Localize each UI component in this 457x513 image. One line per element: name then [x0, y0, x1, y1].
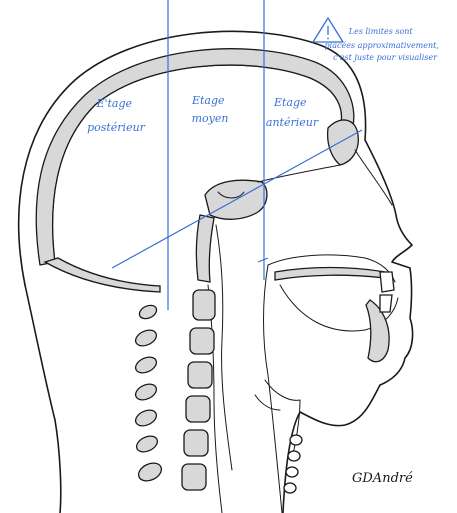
middle-region-label: Etage moyen — [191, 94, 228, 125]
vertebra-c7 — [182, 464, 206, 490]
spinous-process — [137, 303, 158, 321]
brainstem — [216, 225, 232, 470]
warning-note-line3: c'est juste pour visualiser — [333, 53, 438, 62]
spinous-process — [133, 407, 159, 429]
middle-label-line2: moyen — [192, 112, 229, 125]
cribriform-line — [258, 165, 340, 182]
vertebra-c6 — [184, 430, 208, 456]
floor-tick — [258, 258, 268, 262]
artist-signature: GDAndré — [352, 471, 413, 486]
spinous-processes — [133, 303, 164, 485]
occipital-bone — [45, 258, 160, 292]
middle-label-line1: Etage — [191, 94, 225, 107]
skull-outer-table — [36, 49, 354, 265]
spinous-process — [134, 433, 160, 455]
spinous-process — [136, 460, 165, 485]
neck-back-outline — [25, 285, 61, 513]
posterior-region-label: E'tage postérieur — [87, 97, 146, 134]
anterior-region-label: Etage antérieur — [266, 96, 319, 129]
vertebra-c5 — [186, 396, 210, 422]
tracheal-ring — [288, 451, 300, 461]
spinous-process — [133, 327, 159, 349]
posterior-label-line1: E'tage — [95, 97, 132, 110]
warning-note-text: Les limites sont placées approximativeme… — [325, 27, 442, 62]
epiglottis — [255, 395, 280, 410]
tracheal-ring — [290, 435, 302, 445]
tracheal-ring — [284, 483, 296, 493]
tracheal-ring — [286, 467, 298, 477]
anterior-label-line2: antérieur — [266, 116, 319, 129]
hard-palate — [275, 268, 385, 281]
warning-note-line2: placées approximativement, — [325, 41, 439, 50]
spinous-process — [133, 354, 159, 376]
posterior-label-line2: postérieur — [87, 121, 146, 134]
warning-note: Les limites sont placées approximativeme… — [313, 18, 441, 62]
frontal-sinus — [328, 120, 359, 165]
vertebra-c4 — [188, 362, 212, 388]
spinous-process — [133, 381, 159, 403]
warning-triangle-icon — [313, 18, 343, 42]
lower-teeth — [380, 295, 392, 312]
vertebra-c2 — [193, 290, 215, 320]
anterior-label-line1: Etage — [273, 96, 307, 109]
clivus — [196, 215, 214, 282]
skull-base-axis-line — [112, 130, 362, 268]
upper-teeth — [380, 272, 394, 292]
warning-note-line1: Les limites sont — [348, 27, 414, 36]
cervical-vertebrae — [182, 290, 215, 490]
vertebra-c3 — [190, 328, 214, 354]
